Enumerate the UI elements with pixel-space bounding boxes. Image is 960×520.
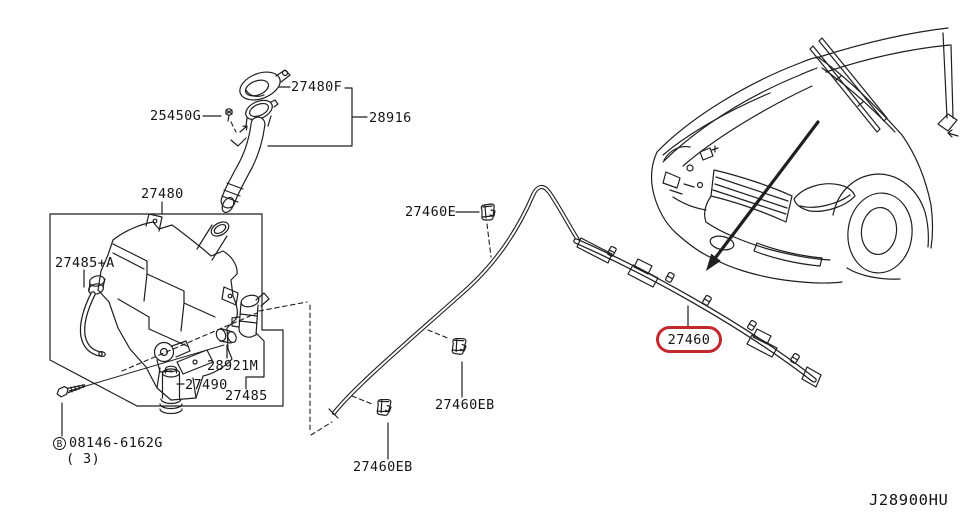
bolt-illustration [56, 384, 86, 398]
bolt-part-number: 08146-6162G [69, 435, 163, 451]
filler-neck-illustration [220, 99, 279, 214]
clamp-marks [230, 125, 248, 147]
part-label-28916[interactable]: 28916 [369, 110, 412, 126]
clamp-screw-illustration [225, 108, 233, 122]
washer-tank-illustration [97, 213, 239, 401]
inlet-illustration [159, 365, 183, 415]
part-label-25450g[interactable]: 25450G [150, 108, 202, 124]
part-label-27480[interactable]: 27480 [141, 186, 184, 202]
diagram-code: J28900HU [869, 491, 949, 509]
hose-27485a-illustration [79, 275, 106, 357]
part-label-27460eb-2[interactable]: 27460EB [353, 459, 413, 475]
tank-box [49, 213, 284, 407]
nozzle-tube-illustration [573, 237, 822, 388]
part-label-27460eb-1[interactable]: 27460EB [435, 397, 495, 413]
part-label-27480f[interactable]: 27480F [291, 79, 343, 95]
part-label-27485[interactable]: 27485 [225, 388, 268, 404]
washer-pump-illustration [231, 292, 270, 338]
part-label-27490[interactable]: 27490 [185, 377, 228, 393]
bolt-prefix-badge: B [53, 436, 66, 450]
dashed-lines [121, 121, 492, 436]
washer-cap-illustration [239, 69, 291, 101]
part-label-27460e[interactable]: 27460E [405, 204, 457, 220]
location-arrow [706, 120, 820, 271]
connector-lines [61, 86, 689, 460]
wiper-blades [809, 37, 888, 133]
hose-clip-eb1-illustration [450, 336, 468, 356]
part-label-28921m[interactable]: 28921M [207, 358, 259, 374]
part-label-bolt[interactable]: B 08146-6162G [53, 436, 163, 450]
hose-clip-e-illustration [480, 203, 496, 221]
grommet-illustration [215, 328, 237, 344]
selected-part-highlight[interactable]: 27460 [656, 326, 722, 353]
feed-pump-illustration [153, 340, 191, 373]
underhood-detail [662, 145, 719, 211]
part-label-27460: 27460 [667, 331, 711, 348]
part-label-27485a[interactable]: 27485+A [55, 255, 115, 271]
hose-clip-eb2-illustration [375, 397, 393, 417]
bolt-quantity: ( 3) [66, 451, 101, 467]
hose-illustration [328, 184, 581, 419]
car-illustration [651, 27, 959, 284]
